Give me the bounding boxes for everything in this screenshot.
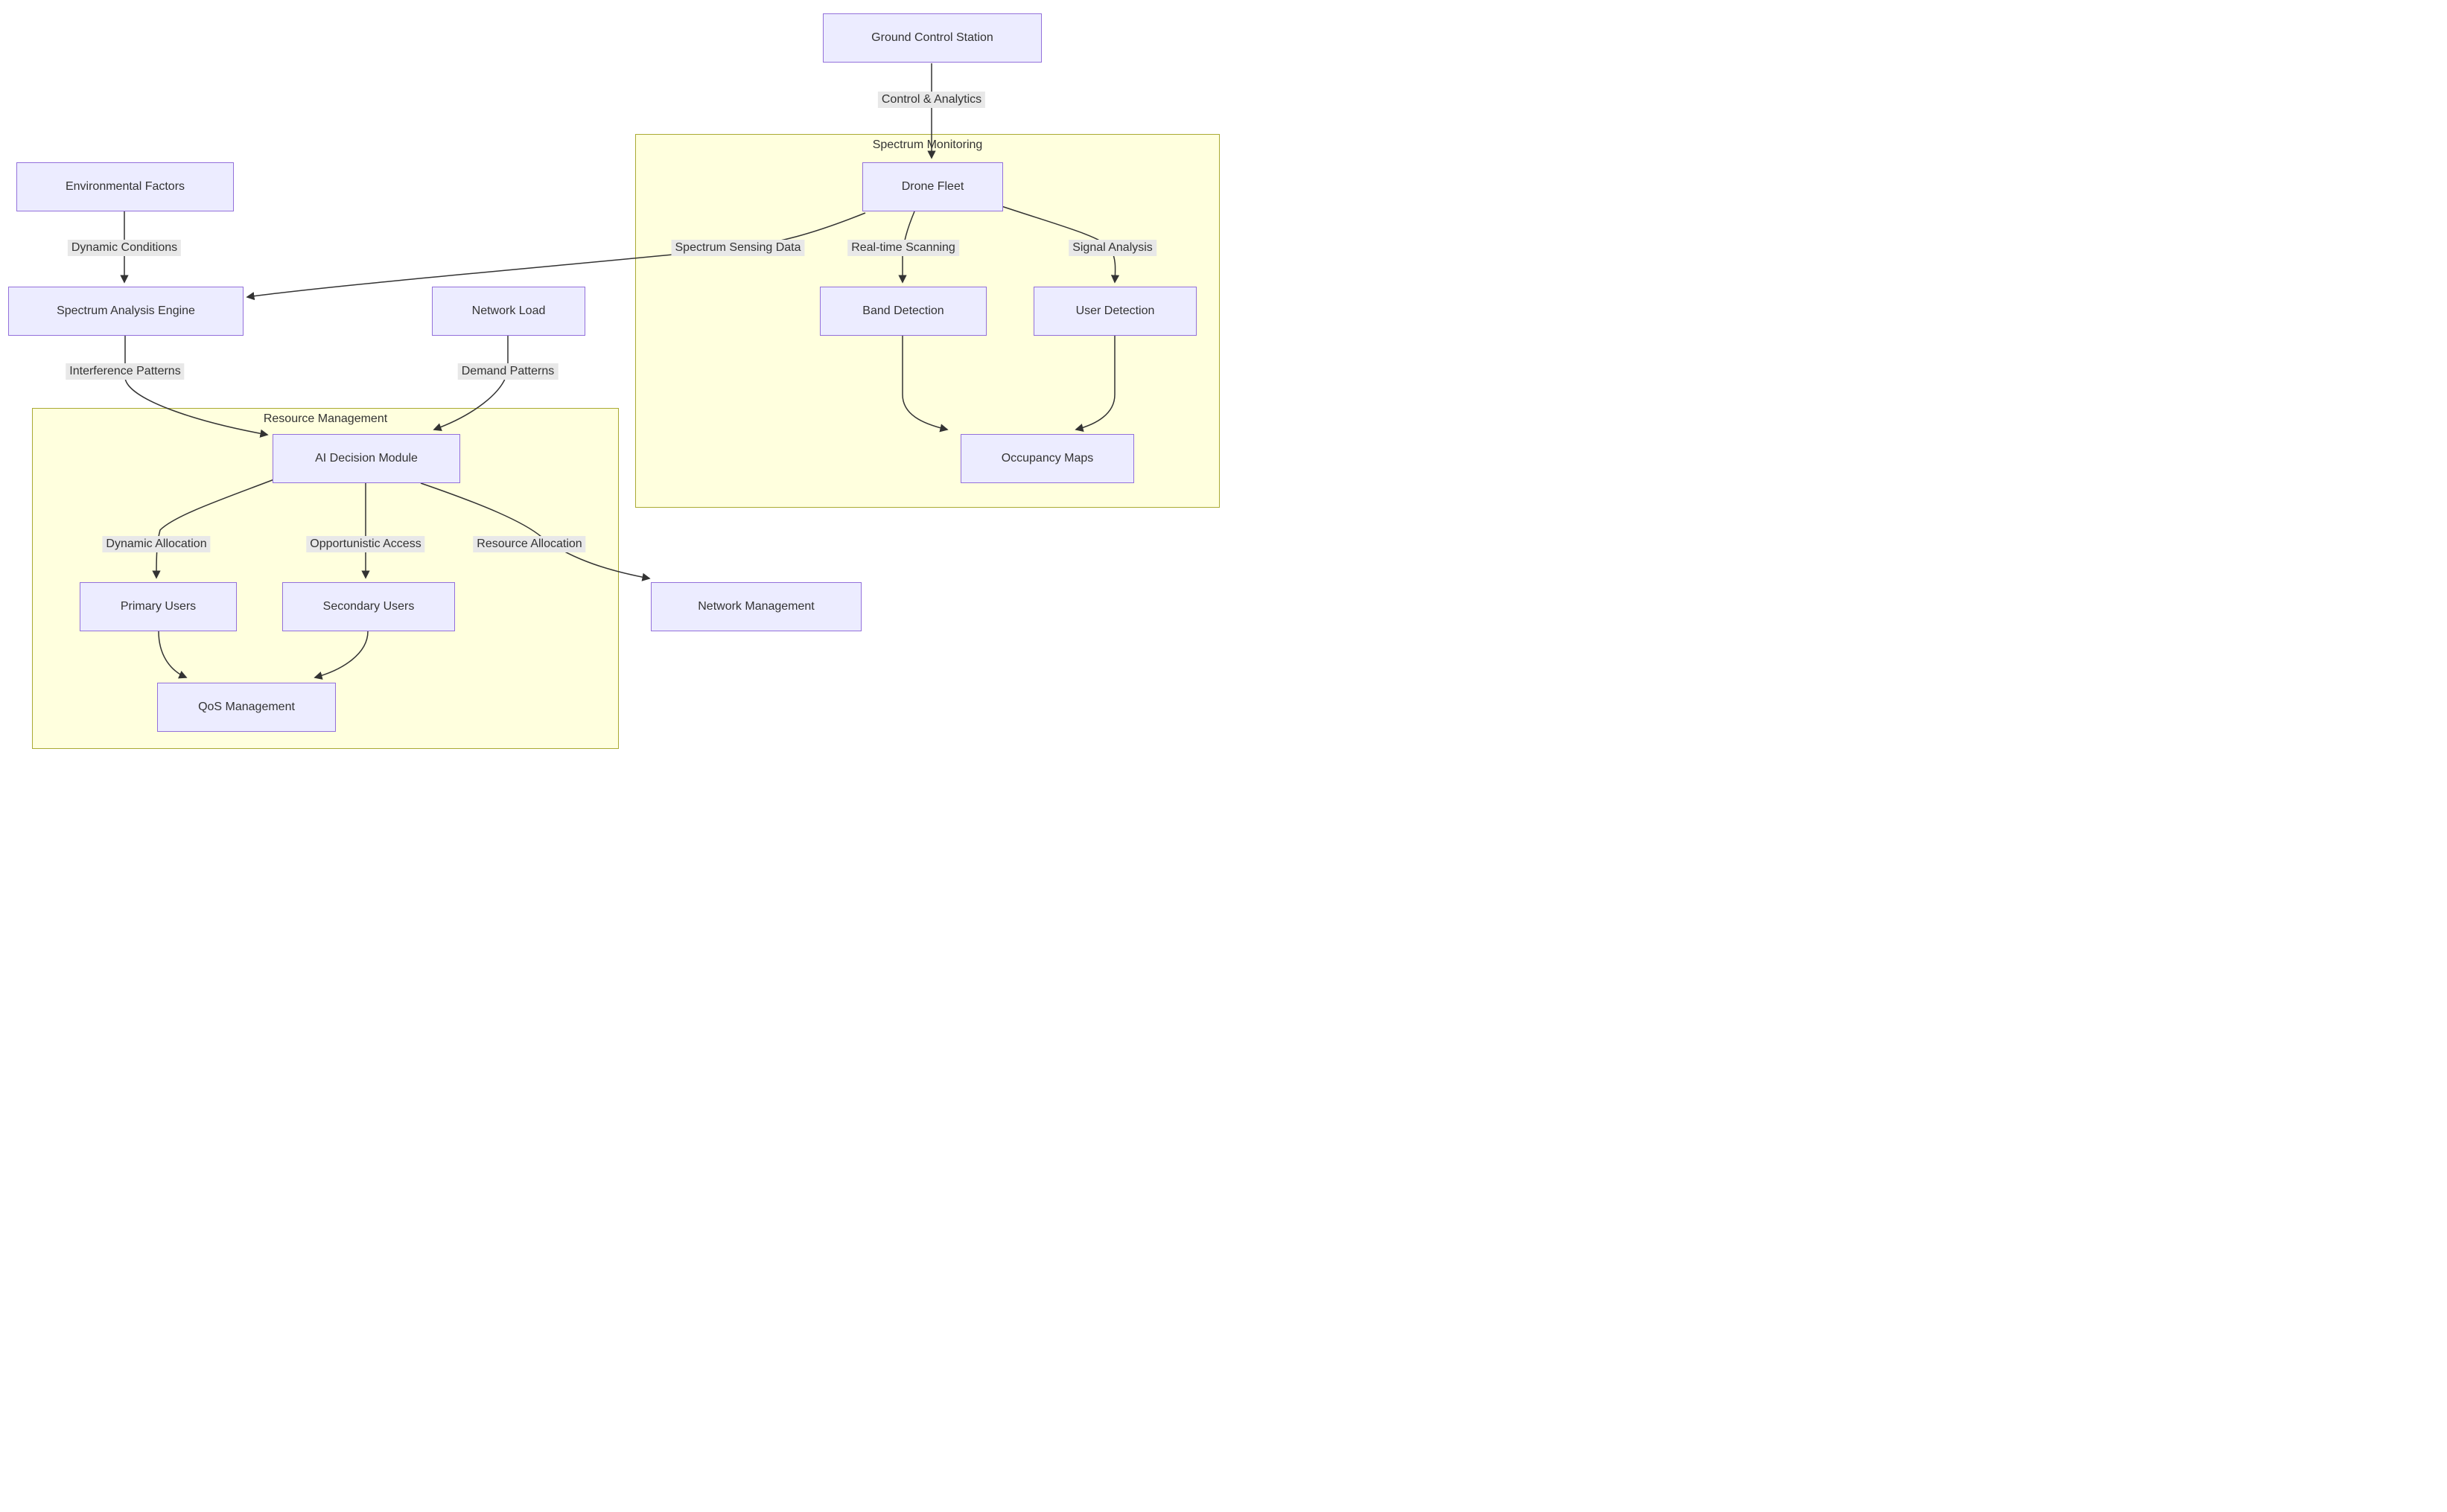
node-network-load: Network Load — [432, 287, 585, 336]
node-qos-management: QoS Management — [157, 683, 336, 732]
edge-label-signal-analysis: Signal Analysis — [1069, 240, 1156, 256]
edge-label-real-time-scanning: Real-time Scanning — [847, 240, 959, 256]
edge-label-opportunistic-access: Opportunistic Access — [306, 536, 425, 552]
node-secondary-users: Secondary Users — [282, 582, 455, 631]
edge-label-demand-patterns: Demand Patterns — [457, 363, 559, 380]
node-user-detection-label: User Detection — [1075, 304, 1155, 317]
node-network-management: Network Management — [651, 582, 862, 631]
edge-label-interference-patterns: Interference Patterns — [66, 363, 185, 380]
node-network-management-label: Network Management — [698, 600, 815, 613]
node-drone-fleet-label: Drone Fleet — [901, 180, 964, 193]
node-secondary-users-label: Secondary Users — [322, 600, 415, 613]
node-spectrum-analysis-engine-label: Spectrum Analysis Engine — [57, 304, 195, 317]
edge-label-dynamic-allocation: Dynamic Allocation — [102, 536, 211, 552]
node-ground-control-station: Ground Control Station — [823, 13, 1042, 63]
node-ai-decision-module-label: AI Decision Module — [315, 452, 418, 465]
edge-label-spectrum-sensing-data: Spectrum Sensing Data — [671, 240, 805, 256]
node-ai-decision-module: AI Decision Module — [273, 434, 460, 483]
node-ground-control-station-label: Ground Control Station — [871, 31, 993, 44]
node-band-detection-label: Band Detection — [862, 304, 944, 317]
cluster-resource-management-label: Resource Management — [263, 412, 388, 425]
cluster-spectrum-monitoring-label: Spectrum Monitoring — [872, 138, 983, 151]
edge-label-resource-allocation: Resource Allocation — [473, 536, 586, 552]
node-drone-fleet: Drone Fleet — [862, 162, 1003, 211]
node-band-detection: Band Detection — [820, 287, 987, 336]
node-user-detection: User Detection — [1034, 287, 1197, 336]
node-occupancy-maps-label: Occupancy Maps — [1001, 452, 1094, 465]
node-primary-users: Primary Users — [80, 582, 237, 631]
edge-label-dynamic-conditions: Dynamic Conditions — [67, 240, 182, 256]
node-environmental-factors-label: Environmental Factors — [65, 180, 185, 193]
node-occupancy-maps: Occupancy Maps — [961, 434, 1134, 483]
node-spectrum-analysis-engine: Spectrum Analysis Engine — [8, 287, 244, 336]
edge-label-control-analytics: Control & Analytics — [877, 92, 986, 108]
node-primary-users-label: Primary Users — [120, 600, 197, 613]
node-network-load-label: Network Load — [471, 304, 546, 317]
node-environmental-factors: Environmental Factors — [16, 162, 234, 211]
diagram-canvas: Spectrum Monitoring Resource Management … — [0, 0, 1224, 756]
node-qos-management-label: QoS Management — [198, 701, 295, 713]
